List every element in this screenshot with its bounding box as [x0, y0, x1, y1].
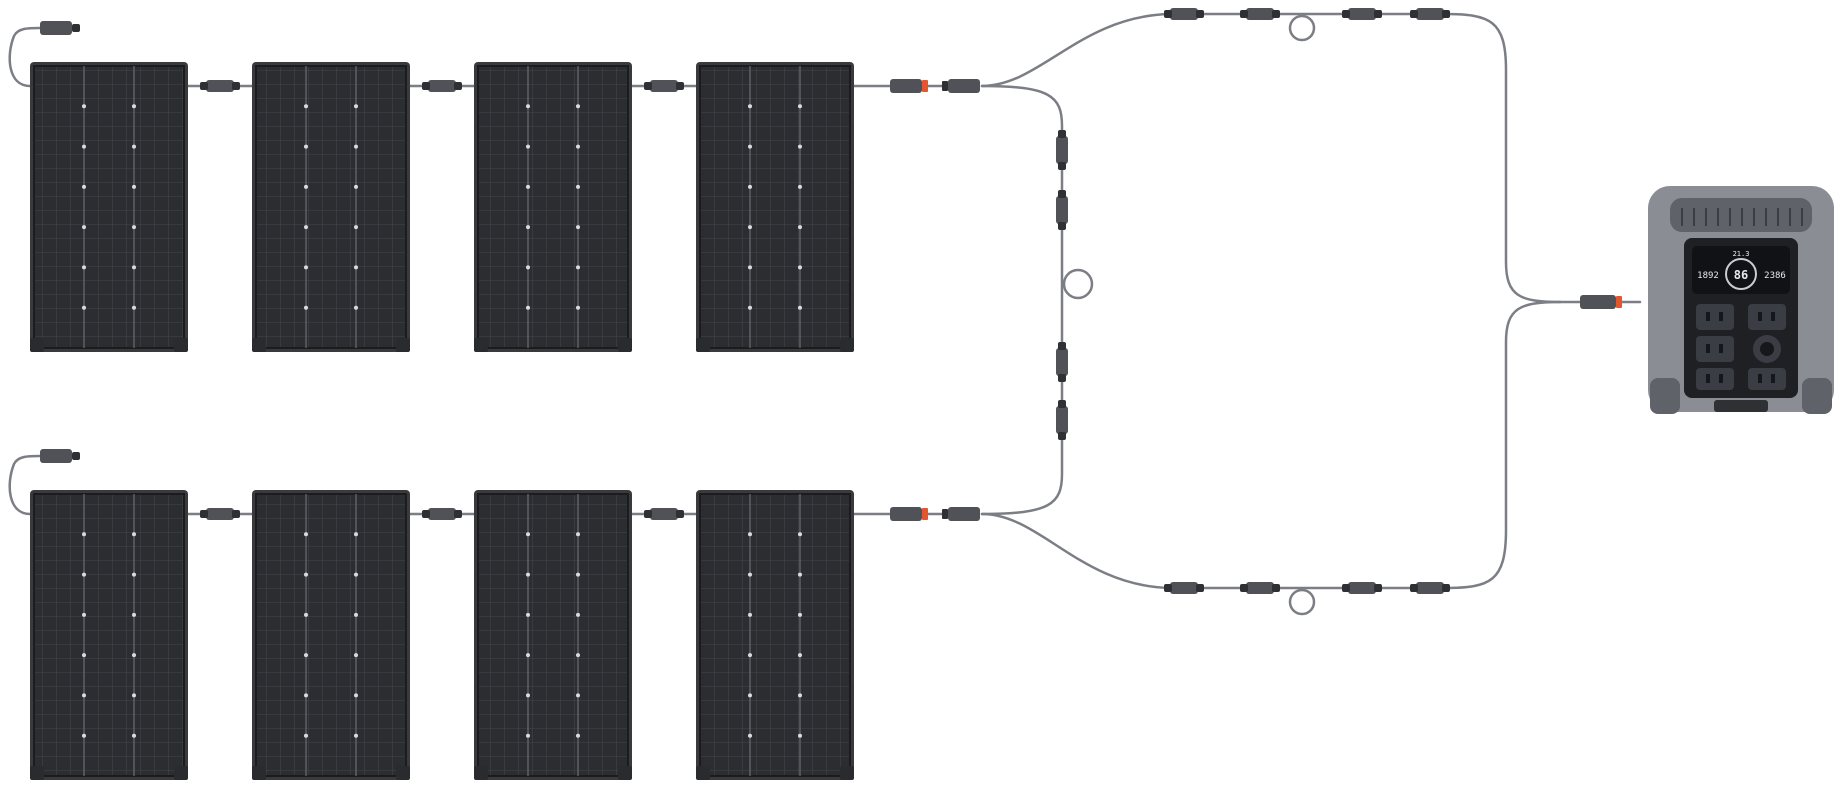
mc4-connector-icon — [1410, 8, 1450, 20]
mc4-connector-icon — [1580, 295, 1622, 309]
station-reading-center: 86 — [1734, 268, 1748, 282]
station-outlet-pins — [1706, 312, 1775, 383]
cable-loop-icon — [1288, 588, 1316, 616]
solar-panel — [252, 490, 410, 780]
mc4-connector-icon — [890, 79, 928, 93]
station-gauge-ring — [1725, 258, 1757, 290]
input-lead — [40, 21, 80, 35]
solar-panel-layer — [30, 62, 854, 780]
input-lead — [40, 449, 80, 463]
mc4-connector-icon — [1056, 130, 1068, 170]
mc4-connector-icon — [40, 21, 80, 35]
mc4-connector-icon — [942, 507, 980, 521]
mc4-connector-icon — [942, 79, 980, 93]
station-reading-right: 2386 — [1764, 271, 1786, 281]
connector-layer — [40, 8, 1622, 616]
mc4-connector-icon — [1056, 400, 1068, 440]
solar-panel — [696, 62, 854, 352]
mc4-connector-icon — [200, 508, 240, 520]
mc4-connector-icon — [890, 507, 928, 521]
cable-loop-icon — [1062, 268, 1094, 300]
mc4-connector-icon — [1240, 582, 1280, 594]
mc4-connector-icon — [1164, 582, 1204, 594]
solar-panel — [252, 62, 410, 352]
station-reading-top: 21.3 — [1733, 250, 1750, 258]
mc4-connector-icon — [1056, 190, 1068, 230]
mc4-connector-icon — [1410, 582, 1450, 594]
mc4-connector-icon — [200, 80, 240, 92]
station-base — [1714, 400, 1768, 412]
mc4-connector-icon — [644, 508, 684, 520]
power-station: 21.3 1892 86 2386 — [1648, 186, 1834, 414]
solar-panel — [474, 62, 632, 352]
mc4-connector-icon — [422, 508, 462, 520]
solar-panel — [30, 490, 188, 780]
mc4-connector-icon — [1342, 582, 1382, 594]
cable-loop-icon — [1288, 14, 1316, 42]
mc4-connector-icon — [644, 80, 684, 92]
mc4-connector-icon — [1056, 342, 1068, 382]
solar-panel — [474, 490, 632, 780]
station-screen — [1692, 246, 1790, 294]
mc4-connector-icon — [1164, 8, 1204, 20]
mc4-connector-icon — [40, 449, 80, 463]
mc4-connector-icon — [1240, 8, 1280, 20]
mc4-connector-icon — [1342, 8, 1382, 20]
station-wheel-right — [1802, 378, 1832, 414]
solar-panel — [696, 490, 854, 780]
station-reading-left: 1892 — [1697, 271, 1719, 281]
solar-panel — [30, 62, 188, 352]
station-wheel-left — [1650, 378, 1680, 414]
mc4-connector-icon — [422, 80, 462, 92]
station-vents — [1681, 208, 1803, 226]
